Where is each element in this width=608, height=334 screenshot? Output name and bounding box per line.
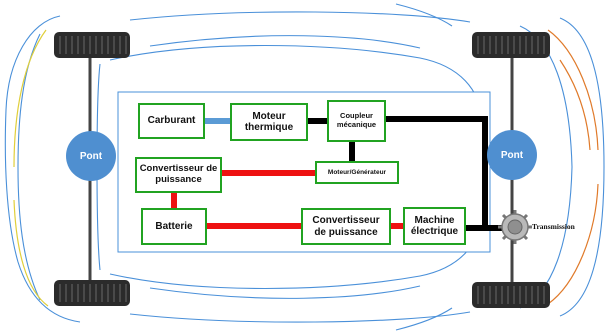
convertisseur-top-box: Convertisseur de puissance — [135, 157, 222, 193]
coupleur-mecanique-label: Coupleur mécanique — [336, 111, 377, 129]
electrical-links — [171, 170, 404, 229]
moteur-generateur-box: Moteur/Générateur — [315, 161, 399, 184]
pont-left-label: Pont — [79, 150, 103, 162]
wheel-front-left — [54, 32, 130, 58]
batterie-label: Batterie — [155, 220, 193, 232]
batterie-box: Batterie — [141, 208, 207, 245]
carburant-box: Carburant — [138, 103, 205, 139]
machine-electrique-label: Machine électrique — [410, 214, 459, 238]
convertisseur-top-label: Convertisseur de puissance — [139, 163, 218, 185]
transmission-gear-icon — [498, 210, 532, 244]
machine-electrique-box: Machine électrique — [403, 207, 466, 245]
moteur-thermique-box: Moteur thermique — [230, 103, 308, 141]
pont-right-label: Pont — [500, 149, 524, 161]
convertisseur-bottom-box: Convertisseur de puissance — [301, 208, 391, 245]
convertisseur-bottom-label: Convertisseur de puissance — [312, 215, 380, 238]
coupleur-mecanique-box: Coupleur mécanique — [327, 100, 386, 142]
wheel-front-right — [472, 32, 550, 58]
moteur-thermique-label: Moteur thermique — [244, 110, 294, 134]
transmission-label: Transmission — [532, 222, 575, 231]
moteur-generateur-label: Moteur/Générateur — [327, 168, 387, 176]
carburant-label: Carburant — [147, 115, 196, 127]
pont-right: Pont — [487, 130, 537, 180]
wheel-rear-left — [54, 280, 130, 306]
pont-left: Pont — [66, 131, 116, 181]
wheel-rear-right — [472, 282, 550, 308]
